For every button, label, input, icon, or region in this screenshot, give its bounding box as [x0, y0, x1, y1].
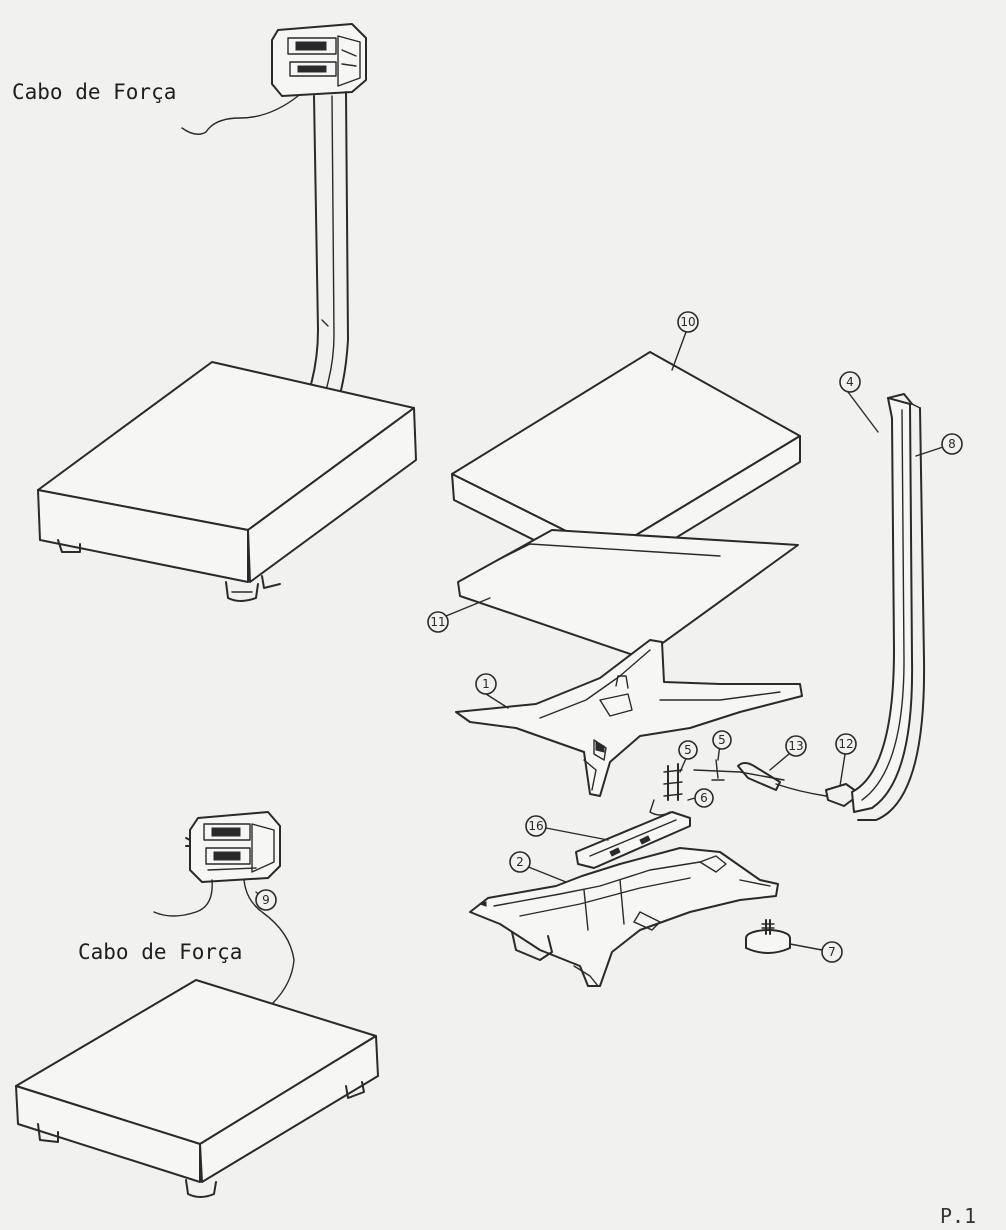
callout-16: 16	[525, 815, 547, 837]
callout-6: 6	[694, 788, 714, 808]
callout-4: 4	[839, 371, 861, 393]
callout-12-text: 12	[838, 737, 853, 751]
callout-9: 9	[255, 889, 277, 911]
callout-1-text: 1	[482, 677, 490, 691]
callout-5b-text: 5	[718, 733, 726, 747]
power-cable-label-bottom: Cabo de Força	[78, 940, 243, 964]
callout-5b: 5	[712, 730, 732, 750]
callout-2: 2	[509, 851, 531, 873]
rubber-mat-exploded	[457, 529, 799, 659]
callout-4-text: 4	[846, 375, 854, 389]
platform-top	[37, 361, 417, 602]
callout-7-text: 7	[828, 945, 836, 959]
callout-8-text: 8	[948, 437, 956, 451]
callout-13-text: 13	[788, 739, 803, 753]
callouts: 10 4 8 11 1 5 5 13 12 6 16 2 7 9	[255, 311, 963, 963]
load-cell-assembly	[575, 759, 861, 869]
callout-5a-text: 5	[684, 743, 692, 757]
adjustable-foot	[745, 919, 791, 954]
power-cable-top	[181, 95, 299, 135]
callout-5a: 5	[678, 740, 698, 760]
indicator-cable	[243, 879, 295, 1005]
power-cable-label-top: Cabo de Força	[12, 80, 177, 104]
callout-11: 11	[427, 611, 449, 633]
platform-bottom	[15, 979, 379, 1198]
callout-6-text: 6	[700, 791, 708, 805]
callout-8: 8	[941, 433, 963, 455]
base-frame	[469, 847, 779, 987]
callout-leaders	[255, 331, 947, 951]
callout-10-text: 10	[680, 315, 695, 329]
indicator-display-bottom	[185, 811, 281, 883]
callout-11-text: 11	[430, 615, 445, 629]
callout-10: 10	[677, 311, 699, 333]
callout-12: 12	[835, 733, 857, 755]
upper-frame	[455, 639, 803, 797]
power-cable-bottom	[153, 879, 213, 917]
indicator-scale-assembled	[15, 811, 379, 1198]
column-pole-top	[309, 91, 349, 395]
callout-7: 7	[821, 941, 843, 963]
page-number: P.1	[940, 1204, 977, 1228]
column-scale-assembled	[37, 23, 417, 602]
bent-column	[851, 393, 926, 821]
callout-1: 1	[475, 673, 497, 695]
callout-16-text: 16	[528, 819, 543, 833]
indicator-display-top	[271, 23, 367, 97]
callout-2-text: 2	[516, 855, 524, 869]
callout-13: 13	[785, 735, 807, 757]
callout-9-text: 9	[262, 893, 270, 907]
